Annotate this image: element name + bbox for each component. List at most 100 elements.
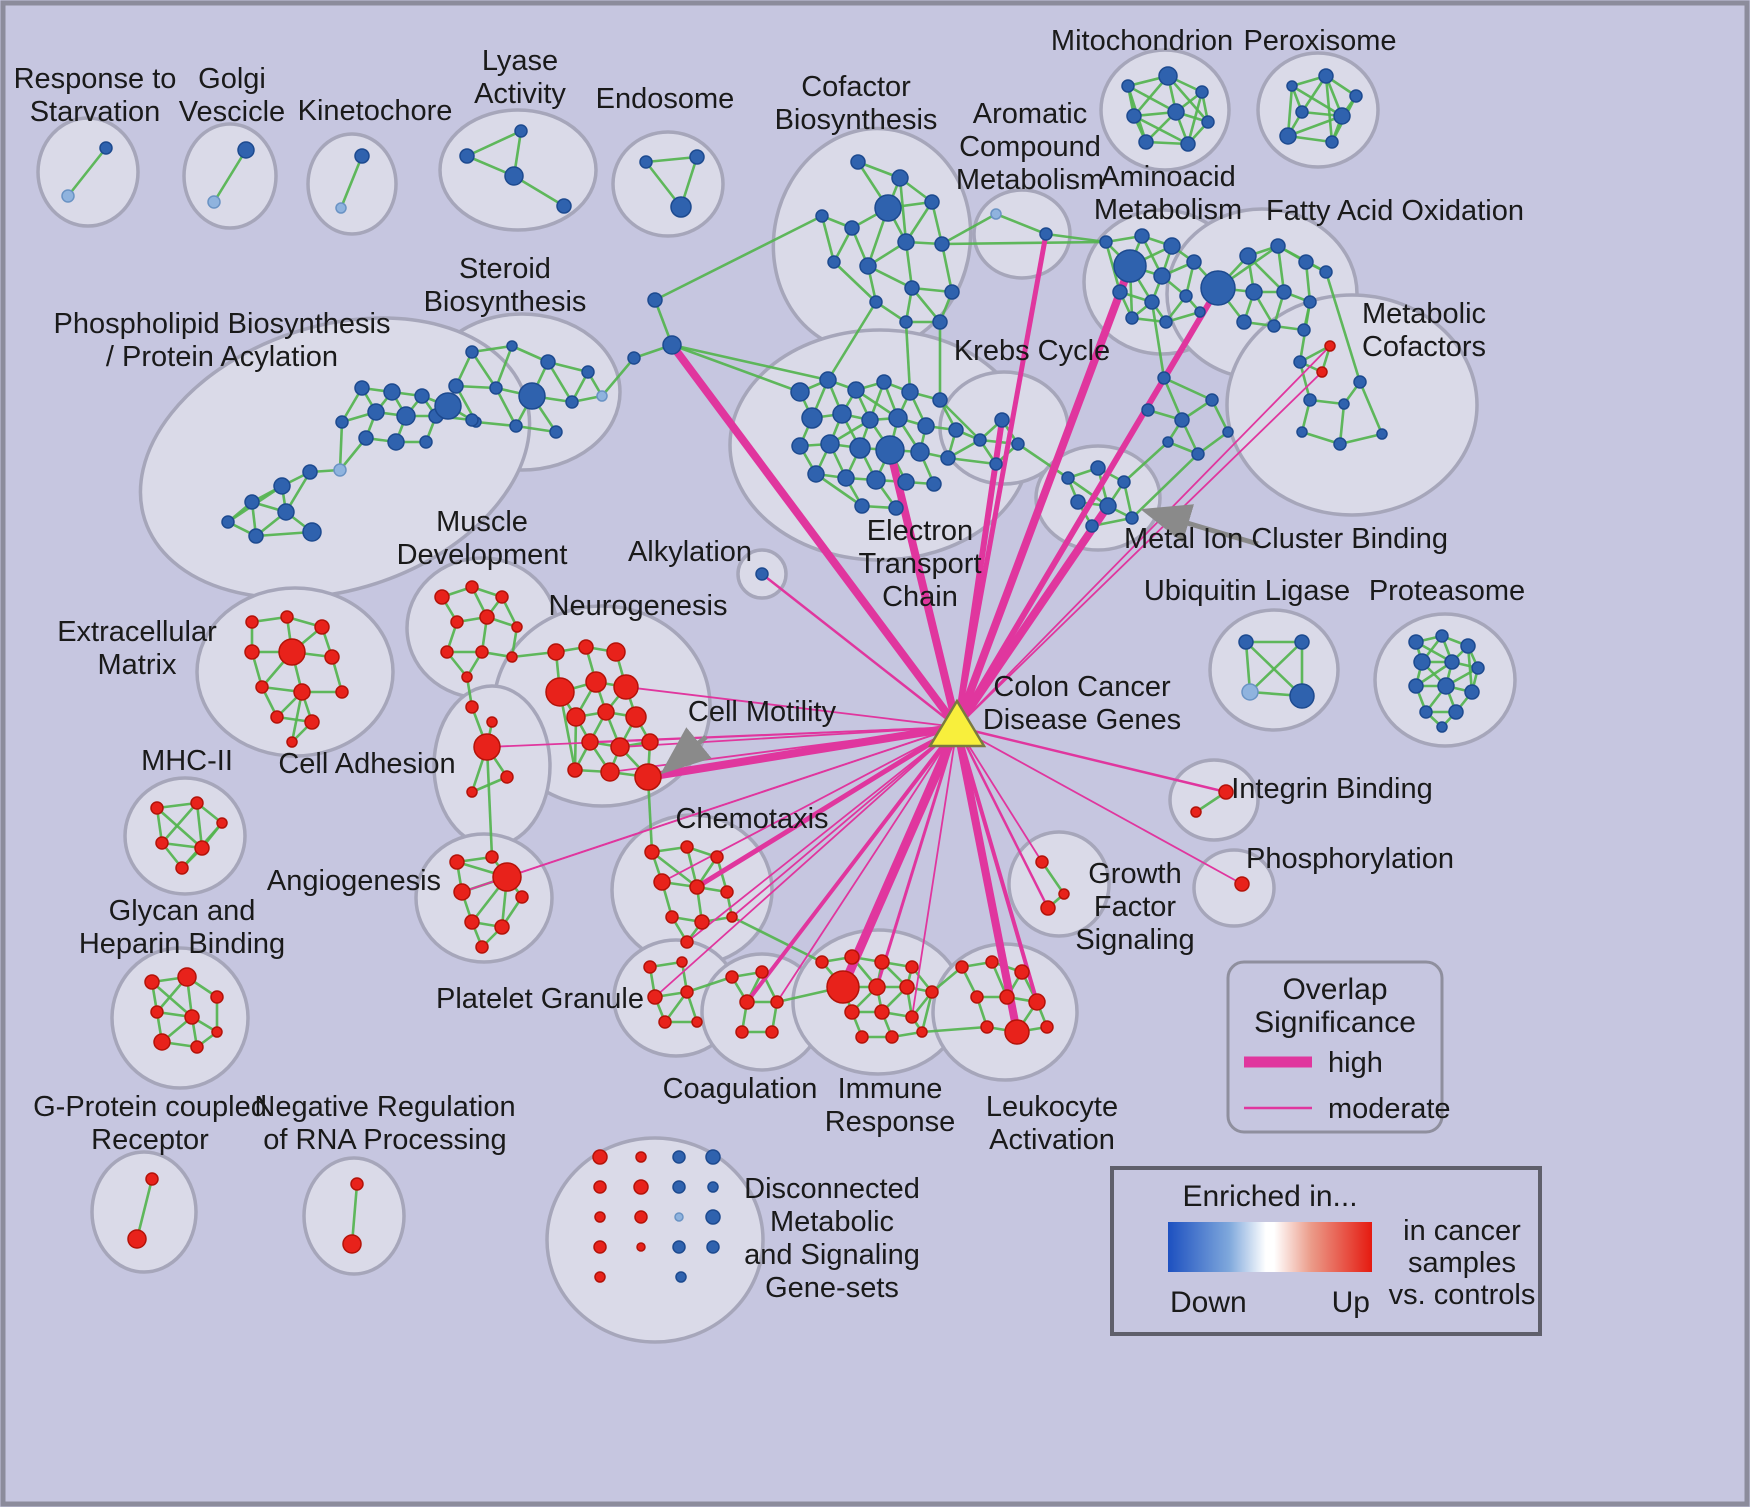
gene-set-node (888, 500, 904, 516)
cluster-ellipse-endosome (611, 130, 725, 238)
gene-set-node (672, 1150, 686, 1164)
gene-set-node (1011, 437, 1025, 451)
gene-set-node (689, 879, 705, 895)
overlap-edge-high (745, 725, 959, 1004)
overlap-edge-moderate (955, 726, 1050, 909)
gene-set-node (1070, 494, 1086, 510)
overlap-edge-high (886, 449, 961, 728)
gene-set-node (910, 442, 930, 462)
label-cell-adhesion: Cell Adhesion (278, 748, 455, 780)
gene-set-node (755, 567, 769, 581)
cluster-ellipse-peroxisome (1256, 51, 1380, 169)
gene-set-node (475, 940, 489, 954)
gene-set-node (448, 378, 464, 394)
gene-set-node (955, 960, 969, 974)
gene-set-node (1061, 471, 1075, 485)
gene-set-node (155, 836, 169, 850)
overlap-edge-high (954, 286, 1221, 729)
gene-set-node (1234, 876, 1250, 892)
gene-set-node (672, 1180, 686, 1194)
gene-set-node (494, 919, 510, 935)
gene-set-edge (1127, 84, 1177, 114)
gene-set-node (1460, 638, 1476, 654)
gene-set-node (926, 476, 942, 492)
gene-set-node (286, 736, 298, 748)
legend-overlap-label-moderate: moderate (1328, 1093, 1451, 1125)
overlap-edge-high (953, 726, 1021, 1033)
gene-set-edge (1287, 114, 1343, 138)
gene-set-node (905, 960, 919, 974)
gene-set-node (489, 381, 503, 395)
gene-set-node (1141, 403, 1155, 417)
gene-set-node (518, 382, 546, 410)
overlap-edge-high (695, 724, 959, 890)
gene-set-node (1471, 661, 1485, 675)
pointer-arrow (660, 727, 712, 775)
gene-set-node (791, 437, 809, 455)
label-krebs-cycle: Krebs Cycle (954, 335, 1110, 367)
gene-set-node (1158, 66, 1178, 86)
gene-set-node (547, 643, 565, 661)
gene-set-node (302, 522, 322, 542)
label-phosphorylation: Phosphorylation (1246, 843, 1454, 875)
gene-set-node (980, 1020, 994, 1034)
gene-set-node (1324, 340, 1336, 352)
gene-set-node (1195, 85, 1209, 99)
overlap-edge-moderate (486, 726, 958, 748)
gene-set-node (1376, 428, 1388, 440)
gene-set-node (1153, 267, 1171, 285)
label-cell-motility: Cell Motility (688, 696, 837, 728)
gene-set-edge (470, 351, 498, 389)
gene-set-node (492, 862, 522, 892)
gene-set-node (874, 194, 902, 222)
gene-set-node (244, 494, 260, 510)
gene-set-edge (1291, 84, 1343, 118)
gene-set-node (849, 437, 871, 459)
gene-set-node (567, 762, 583, 778)
gene-set-node (1238, 634, 1254, 650)
gene-set-node (874, 954, 890, 970)
gene-set-node (647, 989, 663, 1005)
gene-set-edge (156, 807, 203, 849)
gene-set-node (367, 403, 385, 421)
gene-set-edge (995, 212, 1047, 236)
gene-set-node (210, 990, 224, 1004)
gene-set-node (581, 365, 595, 379)
hub-layer (927, 698, 987, 748)
gene-set-node (1294, 634, 1310, 650)
gene-set-node (596, 390, 608, 402)
gene-set-node (999, 989, 1015, 1005)
gene-set-node (549, 425, 563, 439)
gene-set-node (1040, 900, 1056, 916)
gene-set-node (658, 1015, 672, 1029)
gene-set-node (647, 292, 663, 308)
gene-set-node (827, 255, 841, 269)
gene-set-edge (820, 215, 836, 263)
gene-set-node (635, 1151, 647, 1163)
gene-set-node (1316, 366, 1328, 378)
gene-set-node (565, 395, 579, 409)
gene-set-node (581, 733, 599, 751)
gene-set-node (1200, 270, 1236, 306)
gene-set-node (150, 801, 164, 815)
gene-set-edge (1339, 432, 1383, 446)
gene-set-node (593, 1180, 607, 1194)
gene-set-node (1190, 806, 1202, 818)
gene-set-node (932, 314, 948, 330)
gene-set-node (1162, 436, 1174, 448)
gene-set-edge (833, 261, 877, 303)
gene-set-node (1239, 247, 1257, 265)
gene-set-node (473, 733, 501, 761)
gene-set-node (506, 651, 518, 663)
gene-set-node (314, 619, 330, 635)
gene-set-node (720, 885, 734, 899)
gene-set-node (820, 434, 840, 454)
gene-set-edge (826, 301, 878, 381)
label-alkylation: Alkylation (628, 536, 752, 568)
